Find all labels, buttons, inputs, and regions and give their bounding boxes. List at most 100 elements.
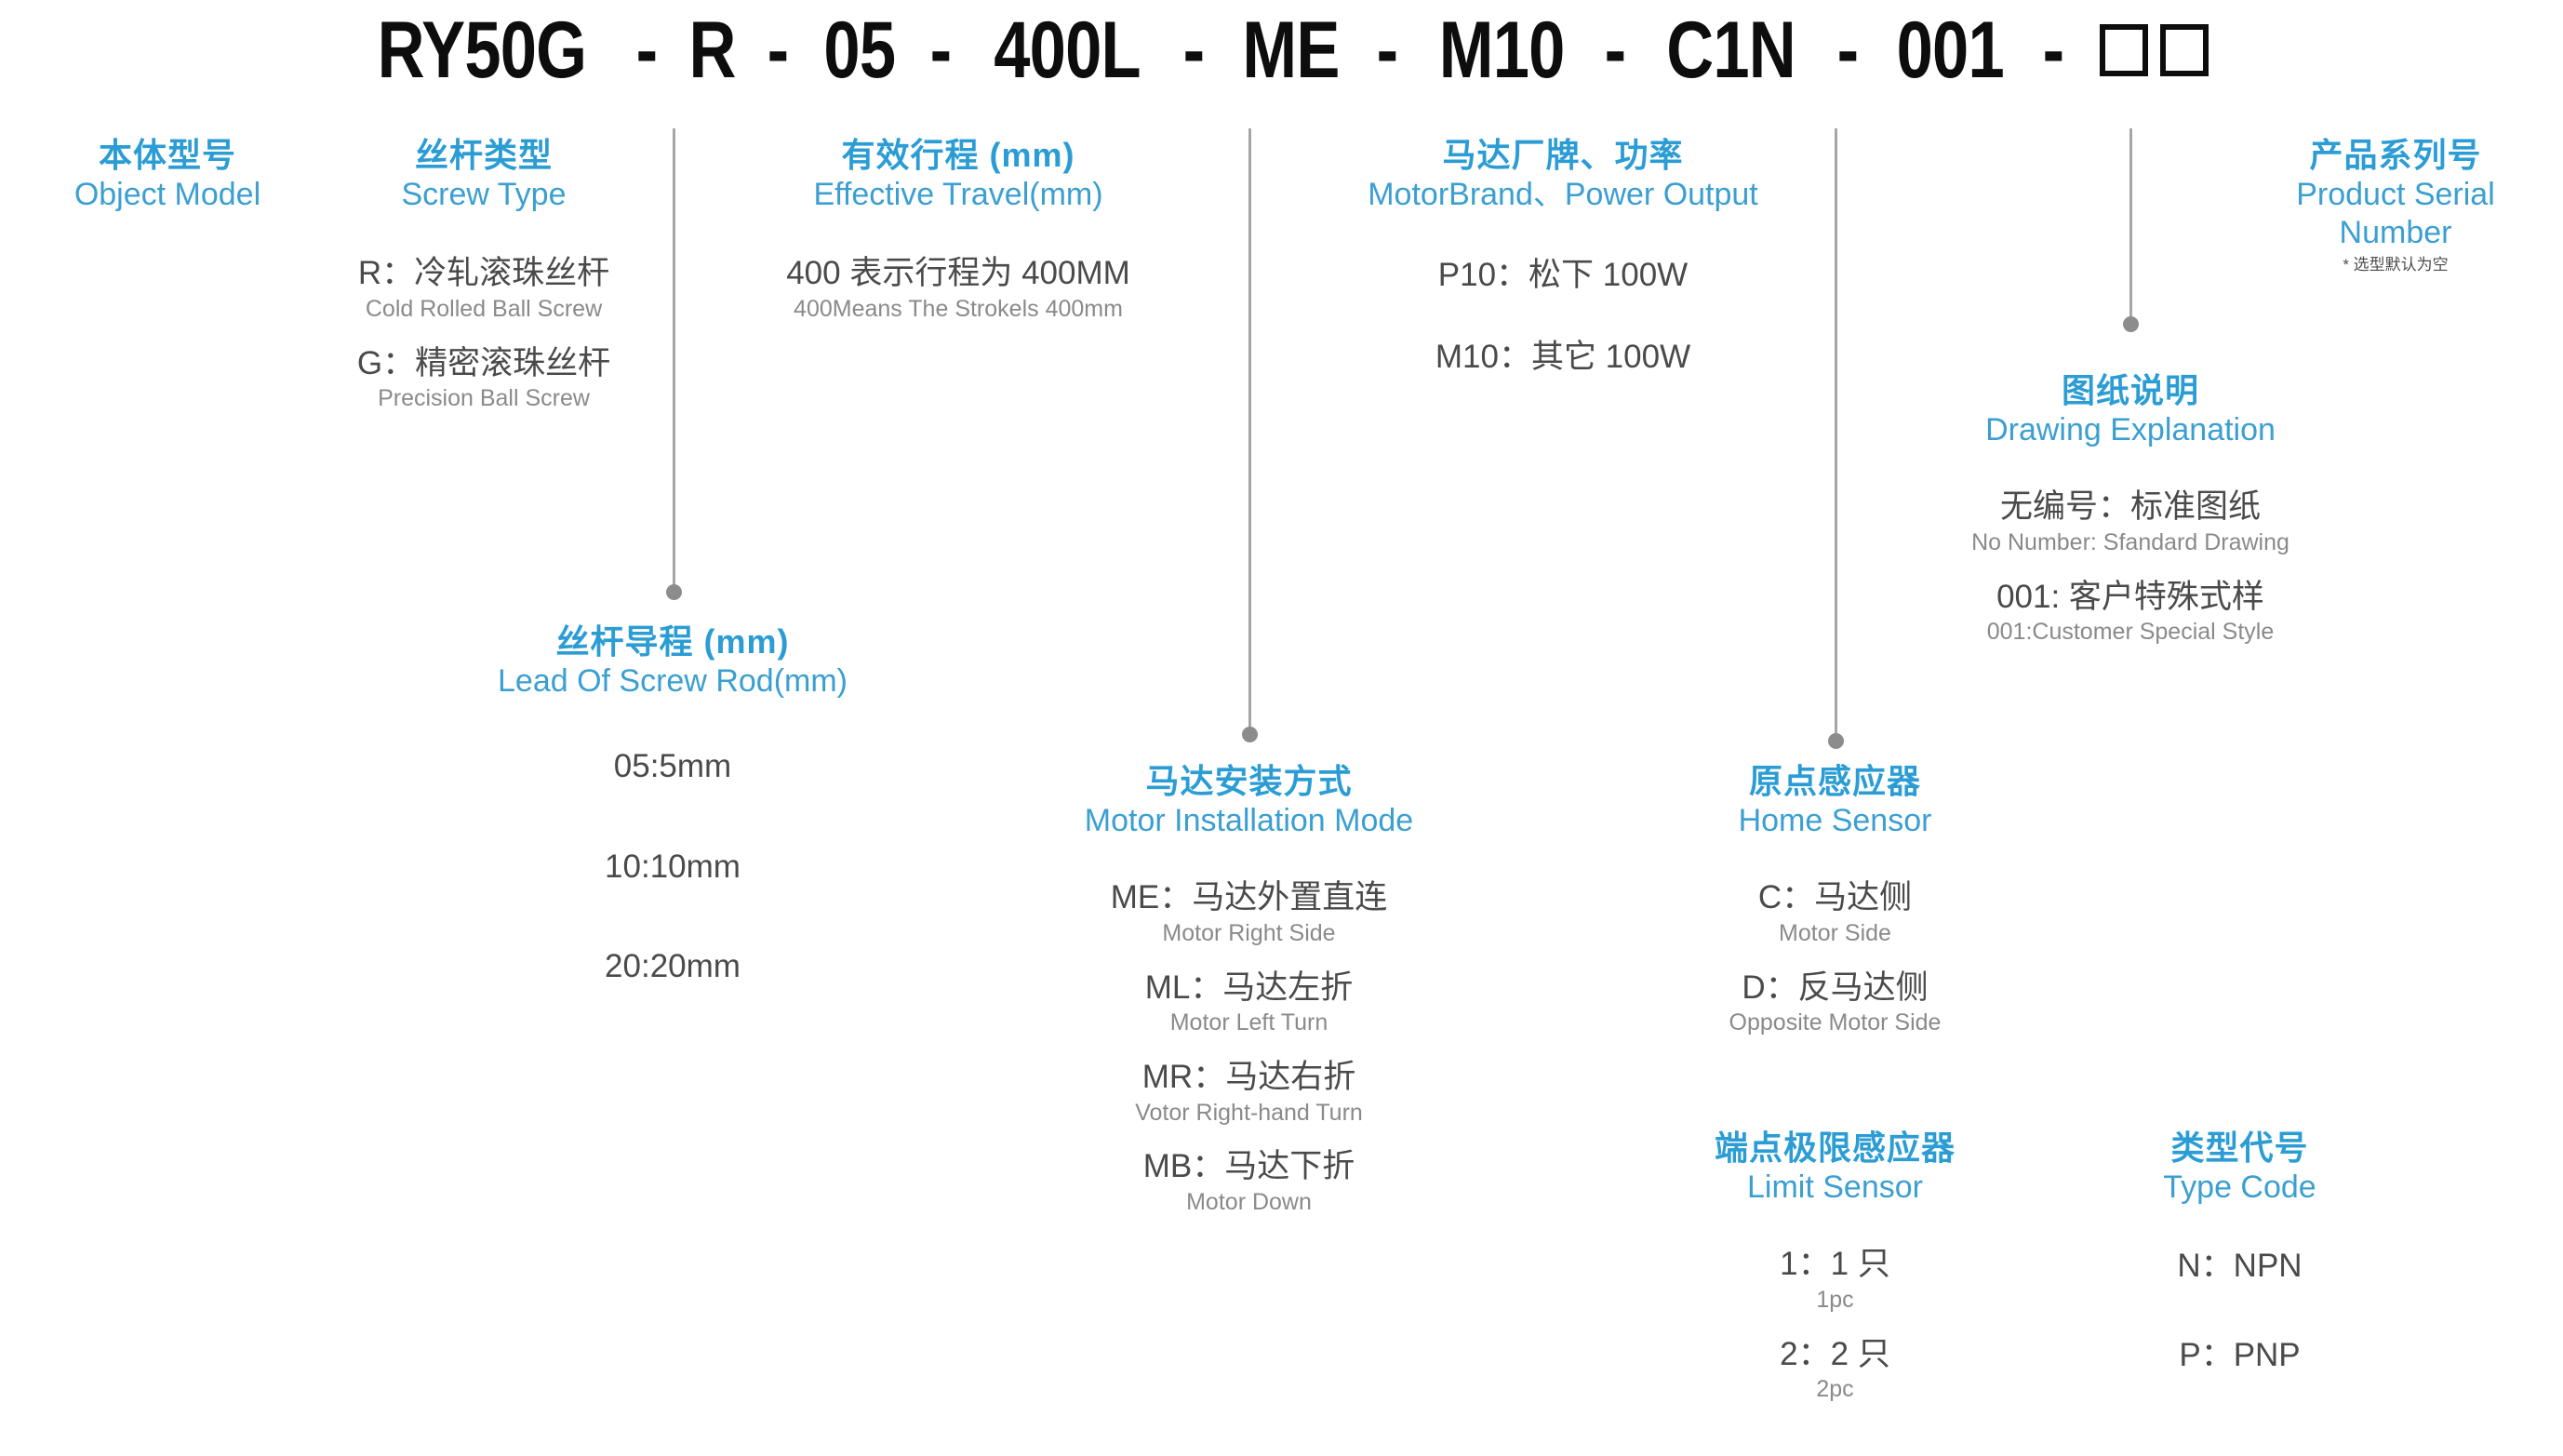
leader-dot xyxy=(1242,727,1258,742)
section-title-cn: 马达安装方式 xyxy=(1145,762,1353,800)
section-home-sensor: 原点感应器 Home Sensor C：马达侧 Motor Side D：反马达… xyxy=(1665,761,2005,1038)
section-title-cn: 丝杆导程 (mm) xyxy=(555,622,790,661)
option-label-cn: M10：其它 100W xyxy=(1435,339,1691,376)
model-code-segment-sensor: C1N xyxy=(1666,5,1796,95)
section-title-cn: 本体型号 xyxy=(98,136,236,174)
option-label-cn: ME：马达外置直连 xyxy=(1110,879,1388,916)
option-label-en: 400Means The Strokels 400mm xyxy=(794,296,1123,323)
option-label-cn: ML：马达左折 xyxy=(1144,968,1354,1006)
model-code-dash: - xyxy=(2042,5,2064,95)
option-list: ME：马达外置直连 Motor Right Side ML：马达左折 Motor… xyxy=(1009,877,1488,1217)
option-item: 1：1 只 1pc xyxy=(1637,1244,2033,1315)
option-item: 无编号：标准图纸 No Number: Sfandard Drawing xyxy=(1861,487,2400,557)
section-title-en: Home Sensor xyxy=(1738,802,1932,838)
section-title-en: Effective Travel(mm) xyxy=(813,176,1103,212)
option-list: 1：1 只 1pc 2：2 只 2pc xyxy=(1637,1244,2033,1405)
model-code-segment-install: ME xyxy=(1242,5,1340,95)
model-code-dash: - xyxy=(767,5,790,95)
option-item: ME：马达外置直连 Motor Right Side xyxy=(1009,877,1488,948)
option-item: M10：其它 100W xyxy=(1302,337,1823,378)
option-list: 05:5mm 10:10mm 20:20mm xyxy=(412,745,933,988)
option-label-cn: 1：1 只 xyxy=(1780,1246,1890,1283)
option-list: N：NPN P：PNP xyxy=(2089,1246,2391,1376)
option-label-en: Precision Ball Screw xyxy=(378,385,590,412)
leader-dot xyxy=(2123,316,2139,332)
option-label-cn: C：马达侧 xyxy=(1757,879,1913,916)
section-title-cn: 图纸说明 xyxy=(2061,371,2199,409)
option-label-cn: P：PNP xyxy=(2179,1337,2301,1374)
model-code-dash: - xyxy=(635,5,658,95)
section-title-cn: 丝杆类型 xyxy=(414,136,553,174)
model-code-dash: - xyxy=(1376,5,1398,95)
option-label-cn: 400 表示行程为 400MM xyxy=(786,255,1130,292)
leader-line-drawing-explanation xyxy=(2123,128,2139,332)
leader-dot xyxy=(1828,733,1844,749)
section-title-cn: 产品系列号 xyxy=(2309,136,2482,174)
option-label-en: Motor Left Turn xyxy=(1169,1009,1328,1036)
section-title-en: MotorBrand、Power Output xyxy=(1368,176,1758,212)
option-item: 400 表示行程为 400MM 400Means The Strokels 40… xyxy=(670,253,1247,324)
option-item: G：精密滚珠丝杆 Precision Ball Screw xyxy=(316,343,651,414)
option-label-cn: 20:20mm xyxy=(605,948,741,985)
placeholder-box-icon xyxy=(2100,24,2149,76)
model-code-segment-drawing: 001 xyxy=(1896,5,2005,95)
option-item: 001: 客户特殊式样 001:Customer Special Style xyxy=(1861,577,2400,648)
option-label-cn: G：精密滚珠丝杆 xyxy=(356,344,611,381)
section-product-serial-number: 产品系列号 Product Serial Number * 选型默认为空 xyxy=(2251,135,2540,275)
section-note: * 选型默认为空 xyxy=(2343,255,2449,274)
section-title-cn: 原点感应器 xyxy=(1748,762,1921,800)
option-item: P10：松下 100W xyxy=(1302,255,1823,296)
model-code-dash: - xyxy=(1182,5,1206,95)
model-code-segment-body: RY50G xyxy=(377,5,586,95)
leader-line-home-sensor xyxy=(1828,128,1844,749)
section-effective-travel: 有效行程 (mm) Effective Travel(mm) 400 表示行程为… xyxy=(670,135,1247,325)
option-label-en: No Number: Sfandard Drawing xyxy=(1971,529,2289,556)
option-label-en: 1pc xyxy=(1816,1287,1854,1314)
option-label-cn: 无编号：标准图纸 xyxy=(1999,488,2261,526)
model-code-segment-lead: 05 xyxy=(823,5,896,95)
option-list: R：冷轧滚珠丝杆 Cold Rolled Ball Screw G：精密滚珠丝杆… xyxy=(316,253,651,414)
section-title-cn: 类型代号 xyxy=(2170,1129,2309,1167)
placeholder-box-icon xyxy=(2160,24,2209,76)
section-title-en: Lead Of Screw Rod(mm) xyxy=(498,662,848,699)
option-item: 05:5mm xyxy=(412,745,933,788)
section-motor-brand-power: 马达厂牌、功率 MotorBrand、Power Output P10：松下 1… xyxy=(1302,135,1823,378)
option-list: 400 表示行程为 400MM 400Means The Strokels 40… xyxy=(670,253,1247,324)
option-label-cn: 001: 客户特殊式样 xyxy=(1996,578,2264,615)
option-item: MR：马达右折 Votor Right-hand Turn xyxy=(1009,1057,1488,1128)
section-motor-installation-mode: 马达安装方式 Motor Installation Mode ME：马达外置直连… xyxy=(1009,761,1488,1217)
option-item: 20:20mm xyxy=(412,945,933,988)
section-screw-type: 丝杆类型 Screw Type R：冷轧滚珠丝杆 Cold Rolled Bal… xyxy=(316,135,651,414)
section-lead-of-screw-rod: 丝杆导程 (mm) Lead Of Screw Rod(mm) 05:5mm 1… xyxy=(412,621,933,988)
section-title-en: Type Code xyxy=(2163,1169,2316,1205)
option-label-cn: 10:10mm xyxy=(605,848,741,885)
model-code-dash: - xyxy=(1836,5,1859,95)
option-item: C：马达侧 Motor Side xyxy=(1665,877,2005,948)
section-title-en: Screw Type xyxy=(401,176,567,212)
model-code-placeholder-boxes xyxy=(2100,24,2209,76)
option-label-cn: 2：2 只 xyxy=(1780,1335,1890,1372)
section-type-code: 类型代号 Type Code N：NPN P：PNP xyxy=(2089,1128,2391,1376)
option-item: 2：2 只 2pc xyxy=(1637,1334,2033,1405)
section-title-en: Object Model xyxy=(73,176,261,212)
option-label-en: Cold Rolled Ball Screw xyxy=(365,296,603,323)
section-title-cn: 马达厂牌、功率 xyxy=(1442,136,1684,174)
option-item: MB：马达下折 Motor Down xyxy=(1009,1146,1488,1217)
section-title-cn: 端点极限感应器 xyxy=(1714,1129,1956,1167)
option-label-cn: MB：马达下折 xyxy=(1142,1148,1355,1185)
option-label-en: Motor Down xyxy=(1186,1188,1312,1215)
option-label-cn: P10：松下 100W xyxy=(1437,257,1689,294)
option-label-cn: R：冷轧滚珠丝杆 xyxy=(357,255,610,292)
option-list: P10：松下 100W M10：其它 100W xyxy=(1302,255,1823,378)
leader-line-lead-of-screw-rod xyxy=(666,128,682,600)
option-label-en: Opposite Motor Side xyxy=(1729,1009,1942,1036)
model-code-segment-travel: 400L xyxy=(994,5,1141,95)
section-title-en: Product Serial Number xyxy=(2296,176,2495,251)
option-item: R：冷轧滚珠丝杆 Cold Rolled Ball Screw xyxy=(316,253,651,324)
option-list: 无编号：标准图纸 No Number: Sfandard Drawing 001… xyxy=(1861,487,2400,648)
option-label-en: 2pc xyxy=(1816,1376,1854,1403)
section-object-model: 本体型号 Object Model xyxy=(19,135,316,214)
section-title-en: Drawing Explanation xyxy=(1985,411,2276,447)
option-item: 10:10mm xyxy=(412,846,933,888)
option-label-en: Motor Side xyxy=(1779,920,1891,947)
